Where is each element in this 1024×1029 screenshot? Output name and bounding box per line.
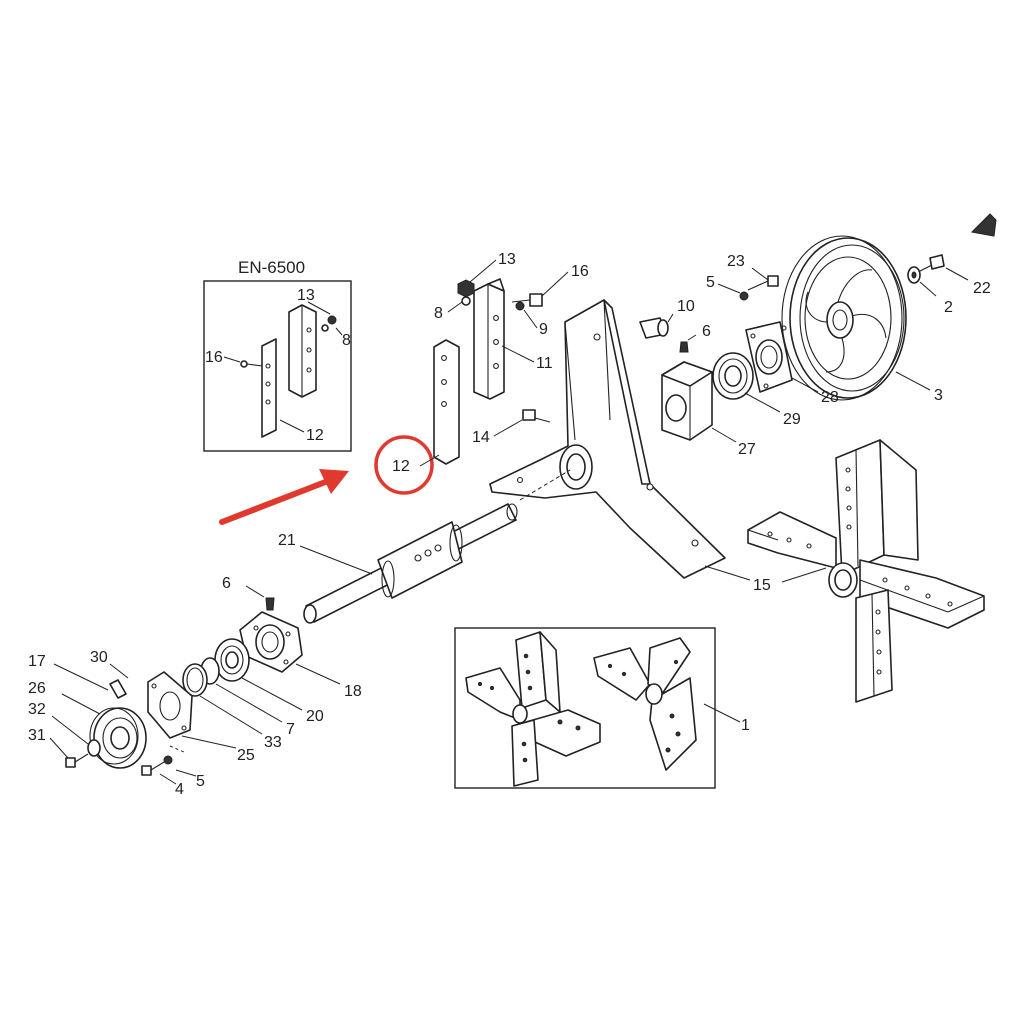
callout-9: 9 [539,321,548,338]
bolt-14-icon [522,409,536,421]
inset-callout-13: 13 [297,287,315,304]
callout-7: 7 [286,721,295,738]
grease-fitting-6-left-icon [265,597,275,611]
bearing-assembly-right [661,321,819,443]
inset-box [203,280,352,452]
fasteners-pulley [717,254,969,301]
callout-31: 31 [28,727,46,744]
bolt-31-icon [65,757,76,768]
plate-12 [433,339,460,465]
callout-28: 28 [821,389,839,406]
callout-22: 22 [973,280,991,297]
inset-nut-icon [327,315,337,325]
bolt-16-icon [529,293,543,307]
callout-4: 4 [175,781,184,798]
callout-11: 11 [536,355,553,372]
inset-callout-8: 8 [342,332,351,349]
inset-assembly-1 [454,627,741,789]
frame-15 [489,299,751,581]
pin-and-grease [639,313,697,353]
callout-20: 20 [306,708,324,725]
plate-and-bracket [419,278,505,467]
callout-5-left: 5 [196,773,205,790]
highlight-label-12: 12 [392,458,410,475]
washer-32-icon [87,739,101,757]
bearing-assembly-left [49,585,341,785]
callout-10: 10 [677,298,695,315]
callouts: 13 16 8 9 11 14 10 6 27 29 28 23 5 22 2 … [28,251,991,798]
bolt-22-icon [929,254,945,270]
nut-13-icon [457,279,475,298]
washer-8-icon [461,296,471,306]
callout-2: 2 [944,299,953,316]
highlight-group [219,435,434,525]
callout-33: 33 [264,734,282,751]
fasteners-upper [457,279,551,423]
bolt-4-icon [141,765,152,776]
callout-17: 17 [28,653,46,670]
callout-27: 27 [738,441,756,458]
key-30-icon [109,679,127,699]
callout-26: 26 [28,680,46,697]
callout-16: 16 [571,263,589,280]
inset-plate-12 [261,338,277,438]
inset-title: EN-6500 [238,258,305,277]
callout-14: 14 [472,429,490,446]
callout-29: 29 [783,411,801,428]
callout-25: 25 [237,747,255,764]
inset-callout-16: 16 [205,349,223,366]
highlight-circle [374,435,434,495]
callout-30: 30 [90,649,108,666]
pulley-3 [781,235,931,401]
callout-32: 32 [28,701,46,718]
inset-callout-12: 12 [306,427,324,444]
callout-13: 13 [498,251,516,268]
callout-5-right: 5 [706,274,715,291]
arrow-head-icon [319,469,349,494]
callout-6-left: 6 [222,575,231,592]
flange-25 [147,671,193,739]
inset-bolt-icon [240,360,248,368]
inset-en6500: EN-6500 13 8 16 12 [203,258,352,452]
arrow-icon [219,478,331,525]
bracket-11 [473,283,505,400]
cross-arms [747,439,985,703]
washer-9-icon [515,301,525,311]
callout-15: 15 [753,577,771,594]
washer-5-icon [739,291,749,301]
inset-assembly-box [454,627,716,789]
shaft-21 [299,469,571,624]
callout-8: 8 [434,305,443,322]
washer-5-left-icon [163,755,173,765]
callout-3: 3 [934,387,943,404]
grease-fitting-6-icon [679,341,689,353]
callout-23: 23 [727,253,745,270]
callout-6-right: 6 [702,323,711,340]
callout-21: 21 [278,532,296,549]
bolt-23-icon [767,275,779,287]
callout-1: 1 [741,717,750,734]
callout-18: 18 [344,683,362,700]
corner-arrow-icon [970,213,997,237]
